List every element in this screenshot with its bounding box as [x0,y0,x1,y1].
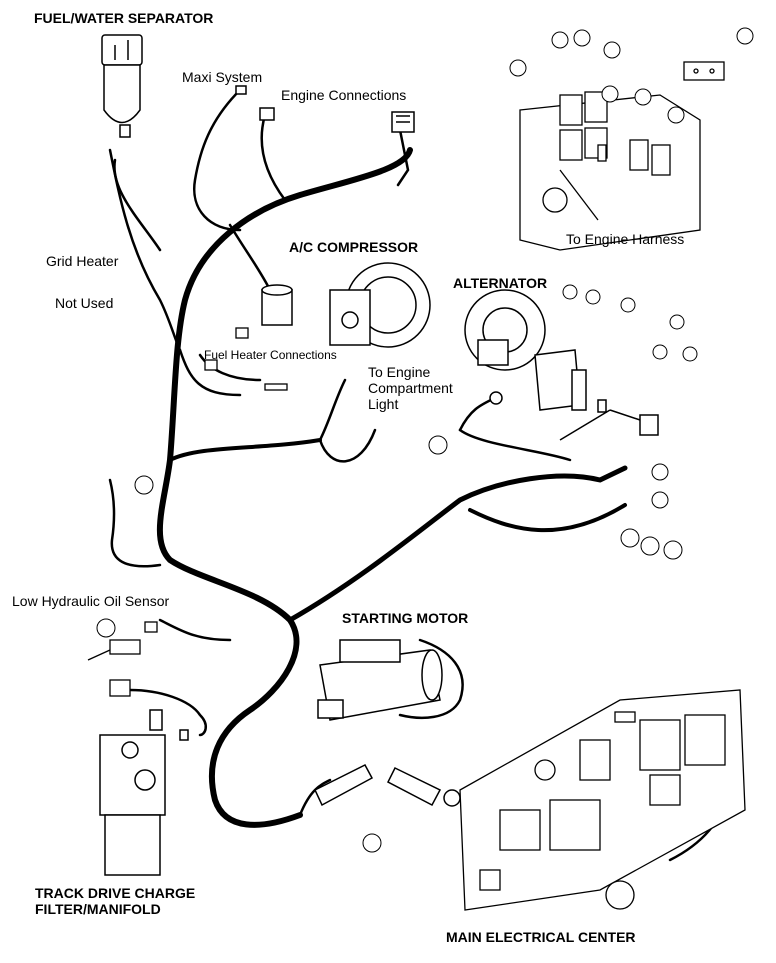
engine-connector [391,111,415,133]
label-to-engine-harness: To Engine Harness [566,231,685,247]
label-line: Compartment [368,380,453,396]
alternator [464,289,659,441]
label-low-hydraulic-oil-sensor: Low Hydraulic Oil Sensor [12,593,170,609]
label-line: Light [368,396,399,412]
label-line: To Engine [368,364,431,380]
fuel-heater-connectors [204,327,288,391]
label-grid-heater: Grid Heater [46,253,119,269]
label-line: FILTER/MANIFOLD [35,901,161,917]
ac-compressor [329,262,431,348]
low-hydraulic-oil-sensor [87,621,158,697]
label-line: TRACK DRIVE CHARGE [35,885,196,901]
label-engine-connections: Engine Connections [281,87,407,103]
relay-panel-top [519,61,725,251]
label-main-electrical-center: MAIN ELECTRICAL CENTER [446,929,636,945]
label-track-drive-charge-filter-manifold: TRACK DRIVE CHARGE FILTER/MANIFOLD [35,885,195,917]
track-drive-filter-manifold [99,709,189,876]
label-ac-compressor: A/C COMPRESSOR [289,239,419,255]
label-starting-motor: STARTING MOTOR [342,610,469,626]
label-maxi-system: Maxi System [182,69,263,85]
maxi-system-connector [235,85,275,121]
label-not-used: Not Used [55,295,114,311]
callout-balloons [96,27,754,853]
main-electrical-center [459,689,746,911]
label-alternator: ALTERNATOR [453,275,548,291]
grid-heater-relay [261,284,293,326]
main-harness-trunk [156,147,628,828]
starting-motor [317,639,443,721]
harness-connector-pair [314,764,461,807]
label-fuel-heater-connections: Fuel Heater Connections [204,348,337,362]
label-fuel-water-separator: FUEL/WATER SEPARATOR [34,10,214,26]
label-to-engine-compartment-light: To Engine Compartment Light [368,364,453,412]
fuel-water-separator [101,34,143,138]
